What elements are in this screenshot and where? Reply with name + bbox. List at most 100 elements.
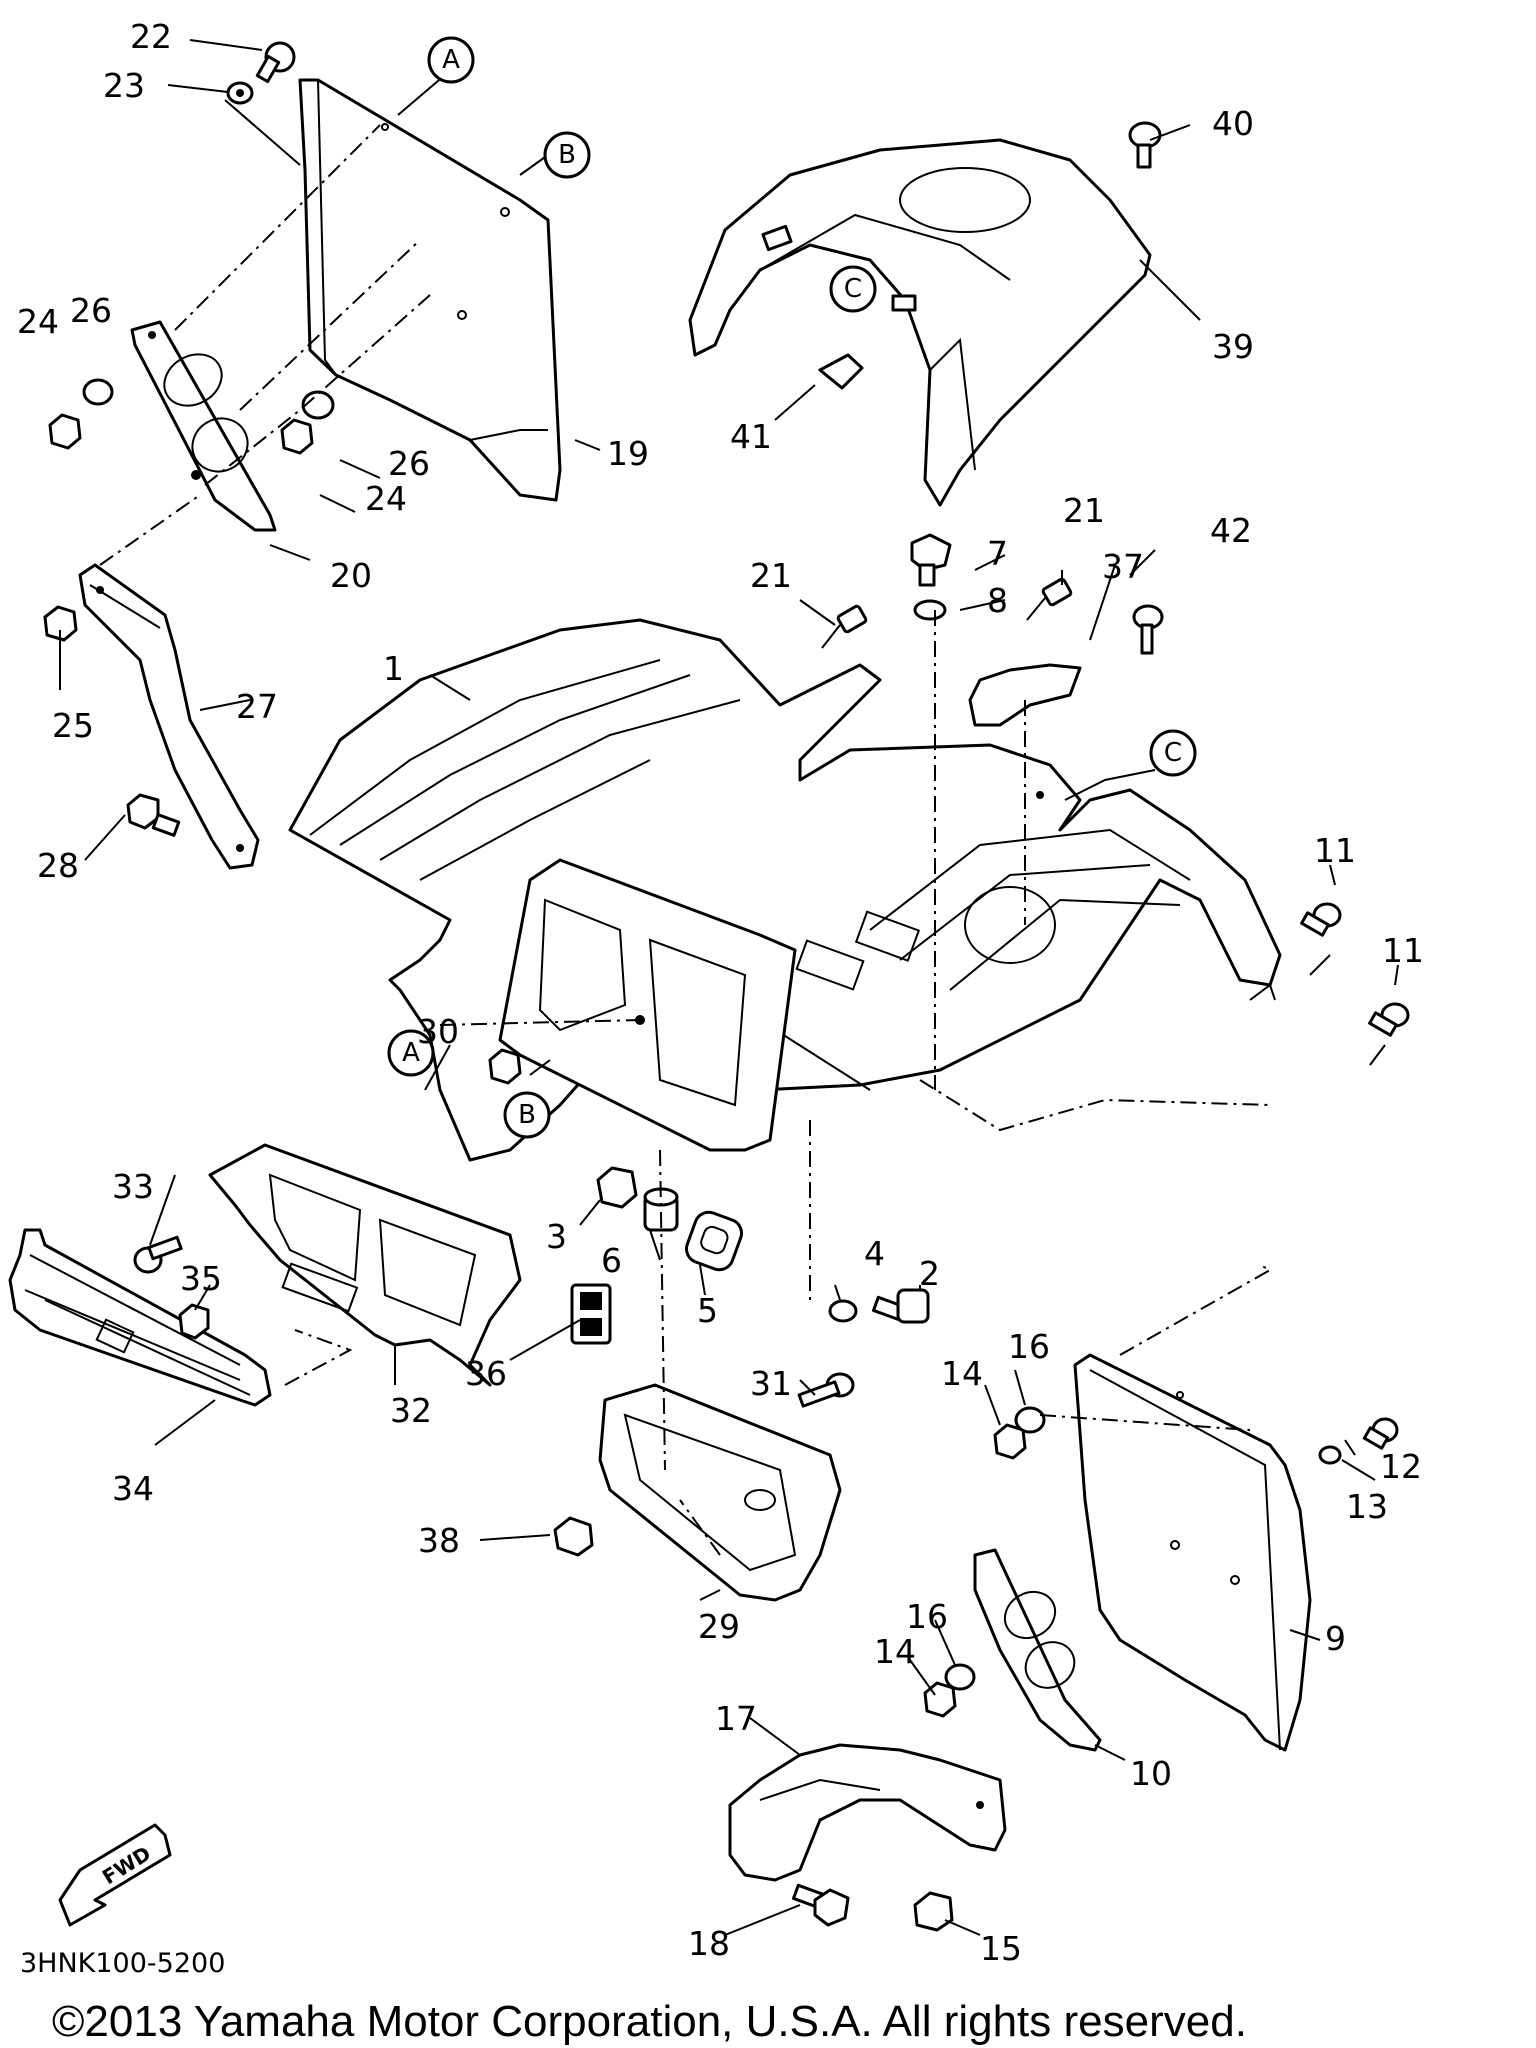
part-42-screw: [1132, 604, 1164, 655]
marker-a-mid: A: [387, 1029, 435, 1077]
svg-text:C: C: [1164, 738, 1182, 768]
part-34-guard: [8, 1228, 272, 1407]
callout-26-b: 26: [388, 444, 430, 483]
callout-16-b: 16: [906, 1597, 948, 1636]
marker-b-top: B: [543, 131, 591, 179]
part-8-washer: [913, 599, 947, 621]
part-2-bolt: [872, 1288, 930, 1324]
part-15-nut: [913, 1891, 954, 1932]
callout-4: 4: [864, 1234, 885, 1273]
callout-39: 39: [1212, 327, 1254, 366]
part-38-clip: [553, 1516, 594, 1557]
svg-text:B: B: [518, 1100, 536, 1130]
part-18-bolt: [792, 1883, 850, 1927]
callout-33: 33: [112, 1167, 154, 1206]
part-23-washer: [226, 81, 254, 105]
callout-7: 7: [987, 534, 1008, 573]
part-4-washer: [828, 1299, 858, 1323]
callout-6: 6: [601, 1241, 622, 1280]
marker-b-mid: B: [503, 1091, 551, 1139]
part-26-washer-2: [301, 390, 335, 420]
part-28-bolt: [126, 793, 181, 837]
callout-21-b: 21: [1063, 491, 1105, 530]
fwd-arrow: FWD: [58, 1823, 172, 1927]
callout-37: 37: [1102, 547, 1144, 586]
drawing-code: 3HNK100-5200: [20, 1948, 225, 1979]
part-37-pad: [968, 663, 1082, 727]
marker-c-mid: C: [1149, 729, 1197, 777]
part-39-cover: [688, 138, 1152, 507]
marker-a-top: A: [427, 36, 475, 84]
callout-30: 30: [417, 1012, 459, 1051]
part-16-washer: [1014, 1406, 1046, 1434]
callout-40: 40: [1212, 104, 1254, 143]
callout-19: 19: [607, 434, 649, 473]
callout-27: 27: [236, 687, 278, 726]
callout-14: 14: [941, 1354, 983, 1393]
callout-18: 18: [688, 1924, 730, 1963]
part-24-nut: [48, 413, 82, 450]
callout-5: 5: [697, 1291, 718, 1330]
part-21-screw-2: [1026, 577, 1073, 621]
marker-c-top: C: [829, 265, 877, 313]
callout-1: 1: [383, 649, 404, 688]
callout-16: 16: [1008, 1327, 1050, 1366]
part-13-washer: [1318, 1445, 1342, 1465]
callout-32: 32: [390, 1391, 432, 1430]
part-10-plate: [973, 1548, 1102, 1752]
callout-35: 35: [180, 1259, 222, 1298]
part-36-switch: [570, 1283, 612, 1345]
svg-text:A: A: [442, 45, 460, 75]
part-40-screw: [1128, 121, 1162, 169]
callout-31: 31: [750, 1364, 792, 1403]
callout-2: 2: [919, 1254, 940, 1293]
callout-8: 8: [987, 581, 1008, 620]
part-3-nut: [596, 1166, 638, 1209]
callout-36: 36: [465, 1354, 507, 1393]
callout-22: 22: [130, 17, 172, 56]
leader-lines: [59, 39, 1399, 1936]
callout-9: 9: [1325, 1619, 1346, 1658]
part-29-duct: [598, 1383, 842, 1602]
part-20-plate: [130, 320, 277, 532]
callout-21: 21: [750, 556, 792, 595]
callout-23: 23: [103, 66, 145, 105]
callout-15: 15: [980, 1929, 1022, 1968]
callout-24-b: 24: [365, 479, 407, 518]
part-27-bracket: [78, 563, 260, 870]
part-11-screw: [1300, 902, 1342, 937]
part-25-nut: [43, 605, 78, 642]
copyright-notice: ©2013 Yamaha Motor Corporation, U.S.A. A…: [52, 1997, 1247, 2046]
part-22-bolt: [255, 41, 296, 84]
callout-42: 42: [1210, 511, 1252, 550]
part-7-bolt: [910, 533, 952, 587]
callout-11: 11: [1314, 831, 1356, 870]
callout-25: 25: [52, 706, 94, 745]
part-11-screw-2: [1368, 1002, 1410, 1037]
part-5-grommet: [684, 1210, 744, 1272]
callout-17: 17: [715, 1699, 757, 1738]
part-32-bezel: [208, 1143, 522, 1387]
part-1-front-fender: [288, 618, 1282, 1162]
hardware: [43, 41, 1410, 1932]
svg-text:B: B: [558, 140, 576, 170]
callout-20: 20: [330, 556, 372, 595]
svg-text:C: C: [844, 274, 862, 304]
part-21-screw: [821, 604, 868, 649]
part-31-bolt: [797, 1372, 855, 1408]
part-26-washer: [82, 378, 114, 406]
part-35-bolt: [178, 1303, 210, 1340]
callout-41: 41: [730, 417, 772, 456]
part-33-bolt: [133, 1235, 183, 1274]
callout-34: 34: [112, 1469, 154, 1508]
callout-28: 28: [37, 846, 79, 885]
svg-text:A: A: [402, 1038, 420, 1068]
callout-13: 13: [1346, 1487, 1388, 1526]
part-30-nut: [488, 1048, 522, 1085]
callout-29: 29: [698, 1607, 740, 1646]
callout-12: 12: [1380, 1447, 1422, 1486]
callout-3: 3: [546, 1217, 567, 1256]
part-12-bolt: [1362, 1417, 1399, 1450]
part-9-flap: [1073, 1353, 1312, 1752]
